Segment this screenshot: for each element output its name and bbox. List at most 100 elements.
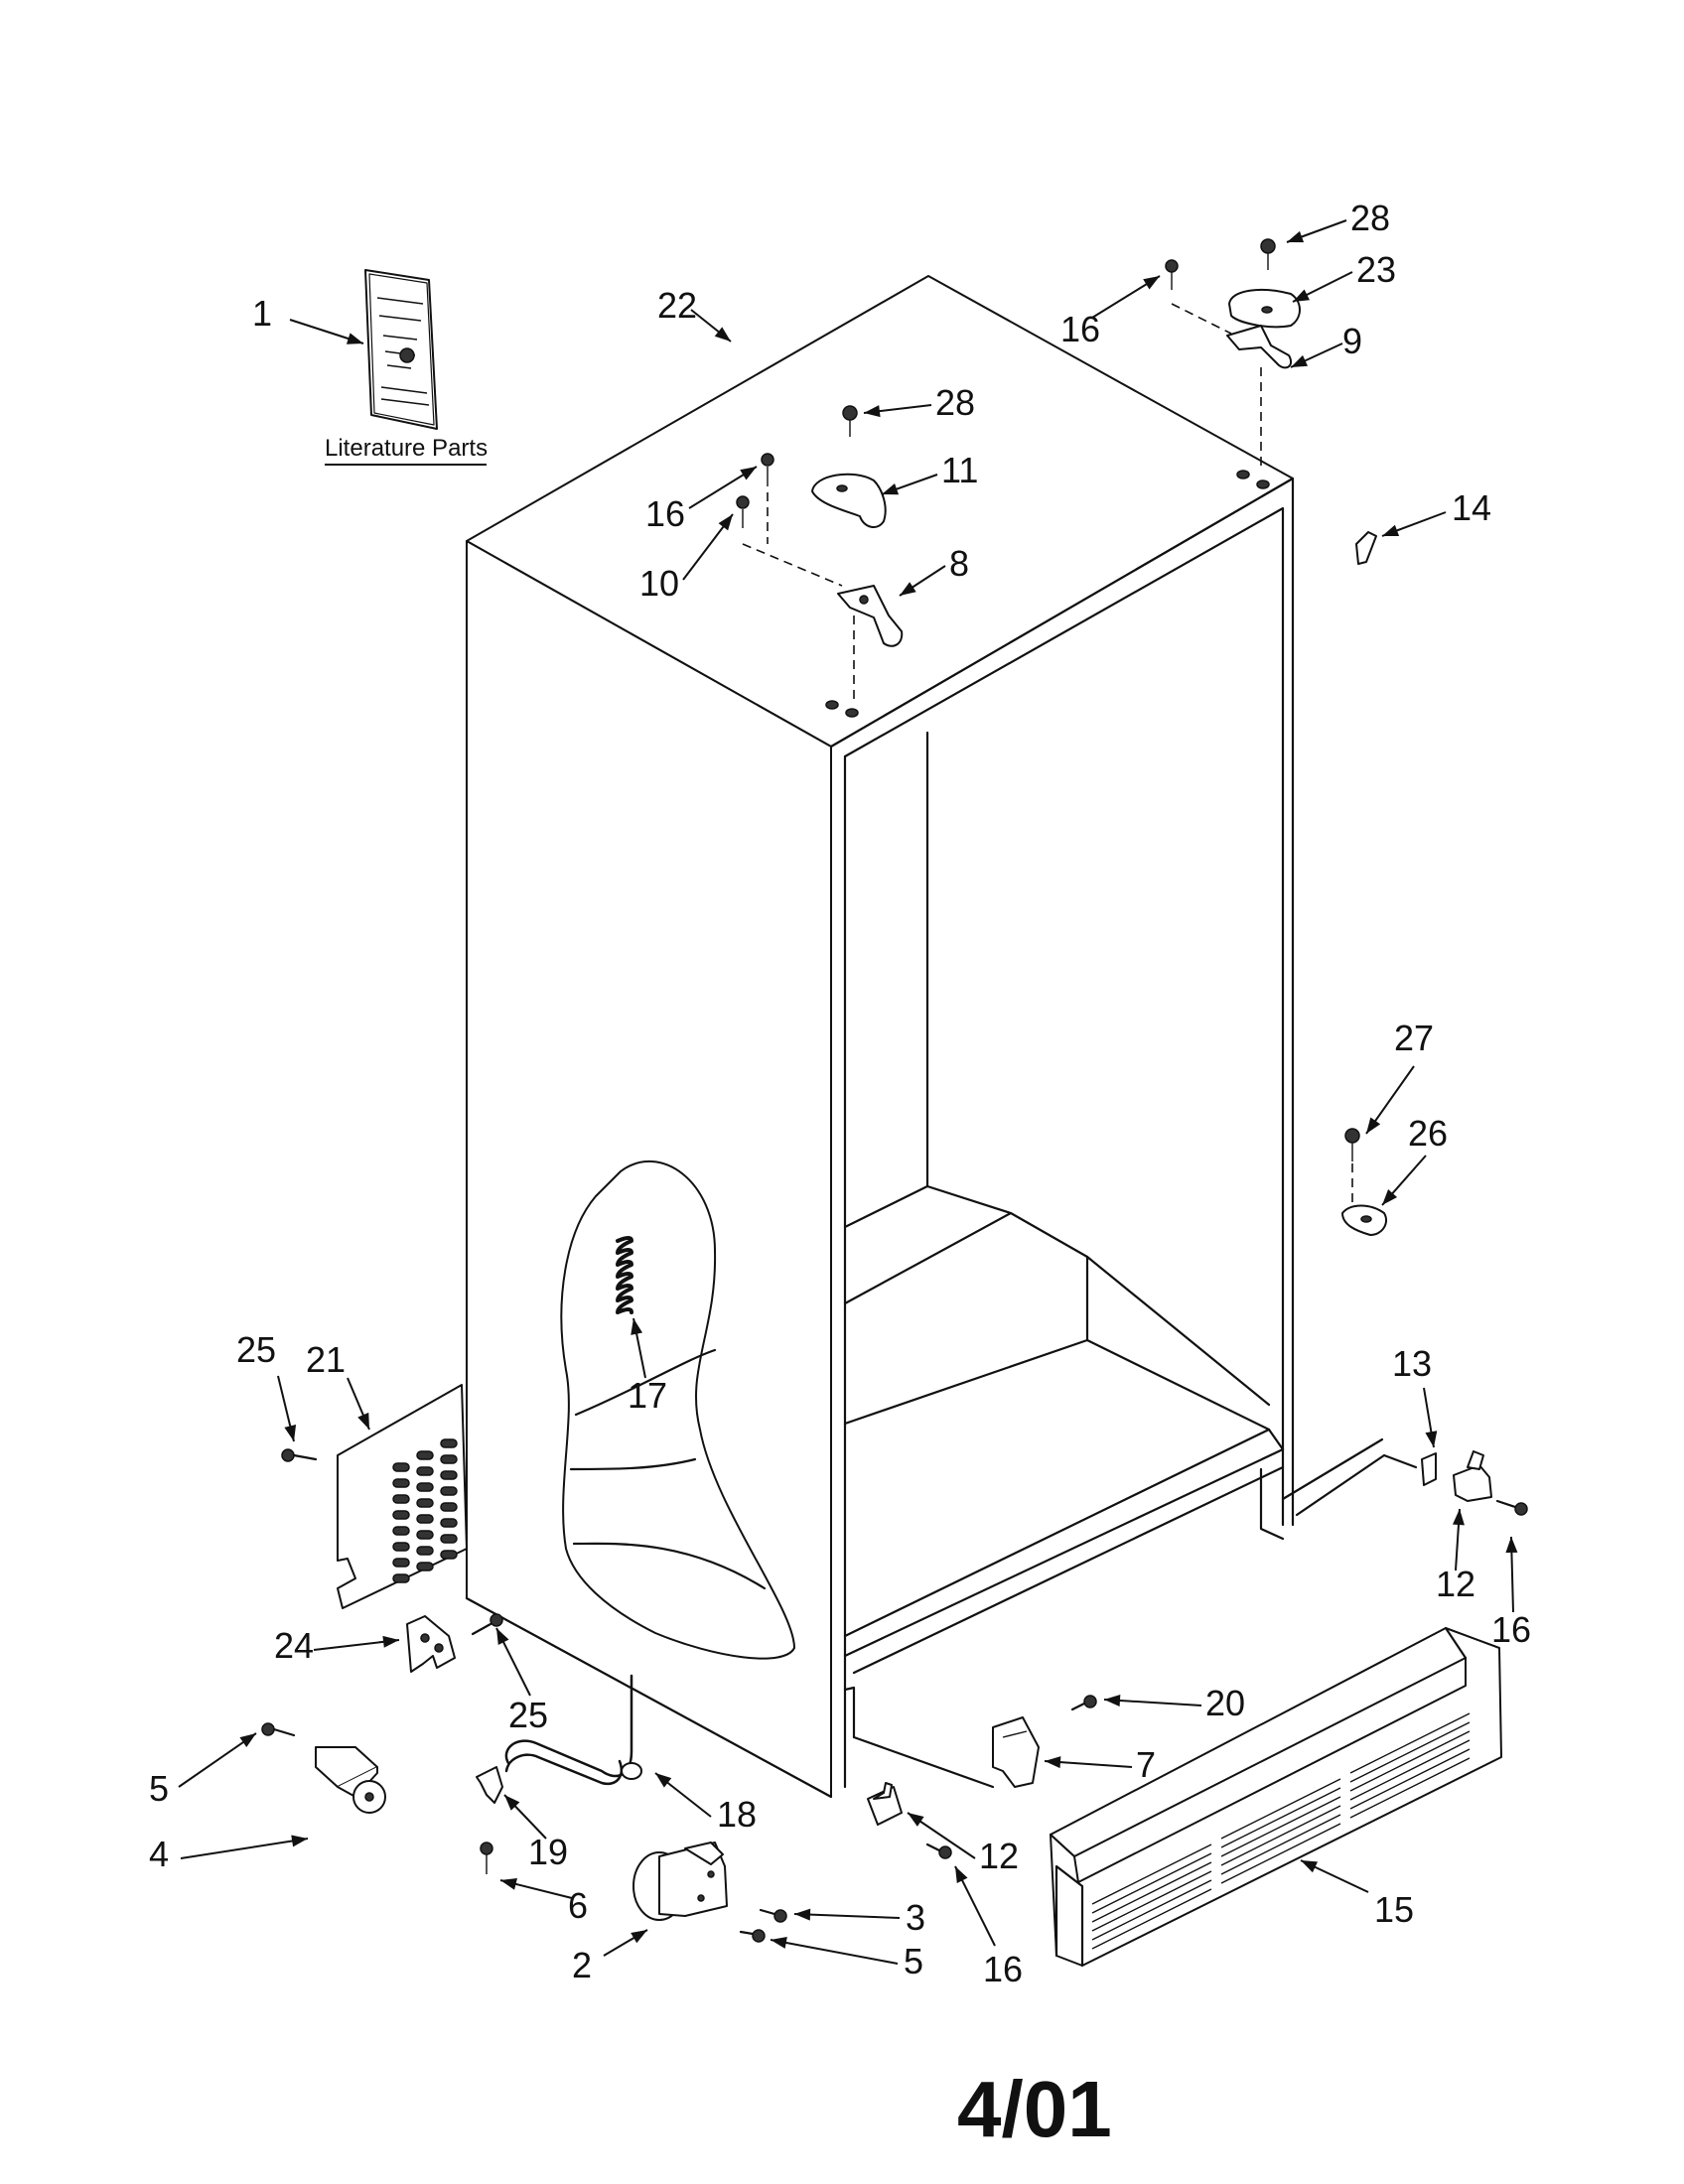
grille-slot	[1220, 1787, 1341, 1848]
grille-slot	[1091, 1852, 1212, 1914]
front-bracket	[852, 1695, 1097, 1789]
vent-slot	[392, 1542, 410, 1552]
leader-arrowhead	[1293, 289, 1310, 302]
grille-slot	[1220, 1823, 1341, 1884]
callout-16-top-right: 16	[1060, 309, 1100, 349]
vent-slot	[440, 1438, 458, 1448]
grille-slot	[1091, 1870, 1212, 1932]
leader-arrowhead	[718, 514, 733, 531]
screw-25-upper	[281, 1448, 318, 1462]
grille-slot	[1091, 1879, 1212, 1941]
date-code: 4/01	[957, 2065, 1112, 2153]
callout-13: 13	[1392, 1343, 1432, 1384]
callout-22: 22	[657, 285, 697, 326]
vent-slot	[392, 1558, 410, 1568]
vent-slot	[416, 1450, 434, 1460]
leader-arrowhead	[496, 1628, 509, 1645]
grille-slot	[1349, 1730, 1471, 1792]
vent-slot	[416, 1514, 434, 1524]
callout-4: 4	[149, 1834, 169, 1874]
leader-arrowhead	[1287, 230, 1305, 243]
leader-arrowhead	[1382, 524, 1400, 536]
leader-arrowhead	[882, 482, 900, 495]
callout-3: 3	[906, 1897, 925, 1938]
literature-caption: Literature Parts	[325, 435, 488, 462]
leader-arrowhead	[631, 1318, 643, 1335]
callout-28-top-right: 28	[1350, 198, 1390, 238]
callout-19: 19	[528, 1832, 568, 1872]
leader-arrowhead	[794, 1908, 811, 1921]
callout-24: 24	[274, 1625, 314, 1666]
clip	[1355, 531, 1377, 565]
grille-slot	[1349, 1721, 1471, 1783]
leader-arrowhead	[1301, 1860, 1319, 1873]
vent-slot	[440, 1534, 458, 1544]
vent-slot	[440, 1454, 458, 1464]
vent-slot	[440, 1518, 458, 1528]
callout-10: 10	[639, 563, 679, 604]
top-hinge-right	[1165, 238, 1301, 467]
leader-line	[793, 1913, 901, 1919]
vent-slot	[440, 1502, 458, 1512]
callout-26: 26	[1408, 1113, 1448, 1154]
callout-25-lower: 25	[508, 1695, 548, 1735]
leader-arrowhead	[239, 1733, 256, 1748]
rear-roller	[261, 1722, 386, 1814]
leader-arrowhead	[500, 1878, 517, 1890]
leader-line	[180, 1838, 309, 1859]
callout-16-right: 16	[1491, 1609, 1531, 1650]
leader-arrowhead	[1452, 1509, 1465, 1526]
leader-arrowhead	[1045, 1756, 1061, 1769]
vent-slot	[416, 1466, 434, 1476]
leader-arrowhead	[346, 333, 363, 344]
leader-arrowhead	[1291, 354, 1309, 367]
leader-arrowhead	[1143, 276, 1160, 290]
leader-arrowhead	[864, 405, 881, 418]
callout-5-lower: 5	[904, 1941, 923, 1981]
grille-slot	[1220, 1805, 1341, 1866]
callout-25-upper: 25	[236, 1329, 276, 1370]
leader-arrowhead	[740, 467, 757, 480]
callout-1: 1	[252, 293, 272, 334]
callout-leaders	[178, 219, 1518, 1965]
leader-arrowhead	[631, 1930, 647, 1944]
leader-arrowhead	[357, 1412, 369, 1430]
rear-bracket	[406, 1613, 503, 1673]
callout-15: 15	[1374, 1889, 1414, 1930]
leader-arrowhead	[1104, 1694, 1121, 1706]
vent-slot	[416, 1546, 434, 1556]
grille-slot	[1091, 1861, 1212, 1923]
leader-arrowhead	[1425, 1431, 1438, 1447]
grille-slot	[1220, 1778, 1341, 1840]
callout-14: 14	[1452, 487, 1491, 528]
callout-28-center: 28	[935, 382, 975, 423]
lower-bracket	[867, 1782, 952, 1859]
vent-slot	[416, 1562, 434, 1571]
vent-slot	[392, 1510, 410, 1520]
grille-slot	[1220, 1796, 1341, 1857]
leader-arrowhead	[955, 1866, 968, 1883]
callout-23: 23	[1356, 249, 1396, 290]
vent-slot	[392, 1573, 410, 1583]
callout-9: 9	[1342, 321, 1362, 361]
callout-21: 21	[306, 1339, 346, 1380]
door-stop-bracket	[1341, 1128, 1388, 1236]
callout-16-center: 16	[645, 493, 685, 534]
grille-slot	[1091, 1888, 1212, 1950]
leader-arrowhead	[655, 1773, 672, 1788]
callout-17: 17	[628, 1375, 667, 1416]
callout-7: 7	[1136, 1744, 1156, 1785]
leader-arrowhead	[291, 1835, 308, 1847]
callout-6: 6	[568, 1885, 588, 1926]
grille-slot	[1349, 1757, 1471, 1819]
leader-arrowhead	[382, 1635, 399, 1648]
vent-slot	[392, 1462, 410, 1472]
grille-slot	[1091, 1843, 1212, 1905]
grille-slot	[1349, 1739, 1471, 1801]
vent-slot	[440, 1486, 458, 1496]
grille-slot	[1220, 1814, 1341, 1875]
vent-slot	[416, 1482, 434, 1492]
grille-slot	[1349, 1712, 1471, 1774]
leader-arrowhead	[1382, 1189, 1398, 1205]
